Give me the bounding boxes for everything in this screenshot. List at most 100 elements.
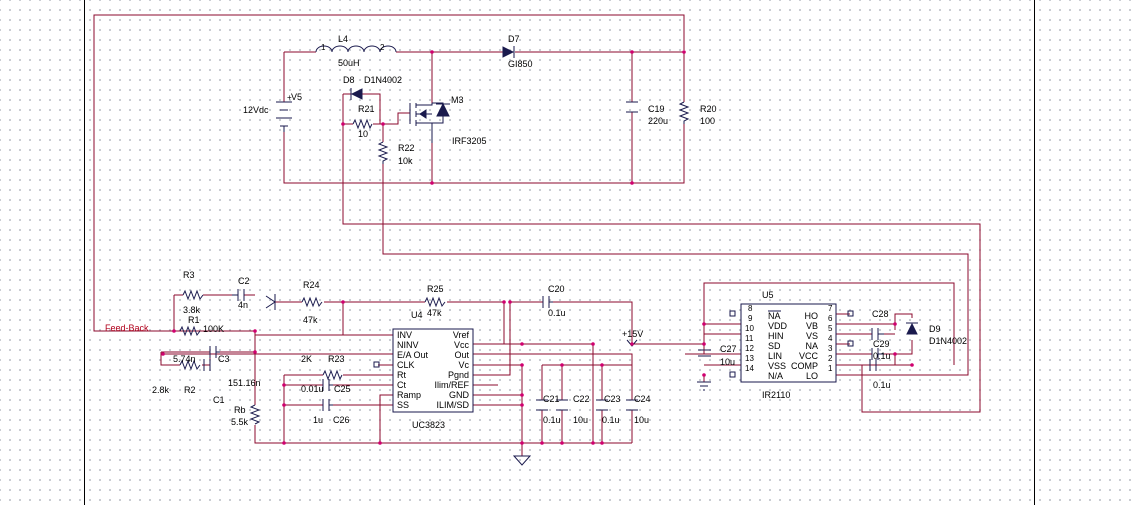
u4-pin-vc: Vc	[458, 360, 469, 370]
capacitor-C19	[626, 101, 638, 113]
capacitor-C3	[209, 346, 220, 358]
u5-num-7: 7	[828, 304, 833, 313]
u5-pin-vdd: VDD	[768, 321, 788, 331]
resistor-Rb	[249, 404, 261, 425]
label-C2: C2	[238, 276, 250, 286]
label-R2: R2	[184, 385, 196, 395]
value-C27: 10u	[720, 357, 735, 367]
value-D8: D1N4002	[364, 75, 402, 85]
u5-num-3: 3	[828, 344, 833, 353]
sheet-border-right	[1034, 0, 1035, 505]
u5-pin-sd: SD	[768, 341, 781, 351]
value-R24: 47k	[303, 315, 318, 325]
u4-pin-vcc: Vcc	[454, 340, 470, 350]
inductor-L4	[315, 45, 397, 53]
u4-pin-ea-out: E/A Out	[397, 350, 429, 360]
label-Rb: Rb	[234, 405, 246, 415]
value-C22: 10u	[573, 415, 588, 425]
label-L4: L4	[338, 34, 348, 44]
value-C2: 4n	[238, 300, 248, 310]
value-R20: 100	[700, 116, 715, 126]
u4-pin-pgnd: Pgnd	[448, 370, 469, 380]
label-C3: C3	[218, 354, 230, 364]
label-R1: R1	[188, 315, 200, 325]
junction-dots	[161, 50, 914, 445]
value-C3: 5.74n	[173, 354, 196, 364]
value-D7: GI850	[508, 59, 533, 69]
label-R22: R22	[398, 143, 415, 153]
u4-pin-vref: Vref	[453, 330, 470, 340]
resistor-R24	[301, 296, 323, 308]
u4-pin-ss: SS	[397, 400, 409, 410]
u5-pin-lin: LIN	[768, 351, 782, 361]
value-C1: 151.16n	[228, 378, 261, 388]
label-R25: R25	[427, 284, 444, 294]
capacitor-C26	[322, 399, 333, 411]
label-D7: D7	[508, 34, 520, 44]
value-L4: 50uH	[338, 58, 360, 68]
clk-terminal	[373, 361, 380, 368]
net-label-supply: +15V	[622, 329, 643, 339]
label-C28: C28	[872, 309, 889, 319]
u5-pin-vb: VB	[806, 321, 818, 331]
label-L4-pin1: 1	[321, 43, 326, 52]
capacitor-C2	[232, 289, 245, 301]
u5-num-14: 14	[745, 364, 754, 373]
label-C1: C1	[213, 395, 225, 405]
capacitor-C25	[322, 379, 333, 391]
resistor-R22	[377, 141, 389, 164]
value-R23: 2K	[301, 354, 312, 364]
net-label-feedback: Feed-Back	[105, 323, 149, 333]
label-C19: C19	[648, 104, 665, 114]
label-D9: D9	[929, 324, 941, 334]
u5-pin-vcc: VCC	[799, 351, 819, 361]
value-R25: 47k	[427, 308, 442, 318]
value-R22: 10k	[398, 156, 413, 166]
u4-pin-ramp: Ramp	[397, 390, 421, 400]
u4-ref: U4	[411, 310, 423, 320]
resistor-R21	[352, 118, 373, 130]
u5-num-5: 5	[828, 324, 833, 333]
ic-U4-body	[392, 328, 474, 413]
value-R2: 2.8k	[152, 385, 170, 395]
value-M3: IRF3205	[452, 136, 487, 146]
u5-num-13: 13	[745, 354, 754, 363]
value-R1: 100K	[203, 324, 224, 334]
u4-pin-gnd: GND	[449, 390, 470, 400]
label-C22: C22	[573, 394, 590, 404]
value-C29: 0.1u	[873, 351, 891, 361]
diode-D7	[502, 46, 515, 58]
value-V5: 12Vdc	[243, 105, 269, 115]
u5-pin-vss: VSS	[768, 361, 786, 371]
resistor-R1	[179, 325, 201, 337]
value-C29b: 0.1u	[873, 380, 891, 390]
u5-num-6: 6	[828, 314, 833, 323]
u5-num-12: 12	[745, 344, 754, 353]
ground-symbol-driver	[697, 381, 711, 391]
u4-pin-ninv: NINV	[397, 340, 419, 350]
label-V5: V5	[291, 92, 302, 102]
label-R24: R24	[303, 280, 320, 290]
u5-num-10: 10	[745, 324, 754, 333]
capacitor-C29	[871, 348, 884, 360]
value-C24: 10u	[634, 415, 649, 425]
u4-pin-inv: INV	[397, 330, 412, 340]
u5-part: IR2110	[762, 390, 790, 400]
u5-num-2: 2	[828, 354, 833, 363]
value-Rb: 5.5k	[231, 417, 249, 427]
label-C26: C26	[333, 415, 350, 425]
resistor-R25	[424, 296, 446, 308]
components: +	[179, 45, 918, 466]
capacitor-C23	[596, 399, 608, 411]
ground-symbol-feedback	[265, 294, 276, 310]
label-R23: R23	[328, 354, 345, 364]
u5-pin-na-r1: NA	[805, 341, 818, 351]
sheet-border-left	[84, 0, 85, 505]
label-C20: C20	[548, 284, 565, 294]
label-M3: M3	[451, 95, 464, 105]
label-R20: R20	[700, 104, 717, 114]
ic-U5-body	[740, 303, 837, 383]
label-C24: C24	[634, 394, 651, 404]
